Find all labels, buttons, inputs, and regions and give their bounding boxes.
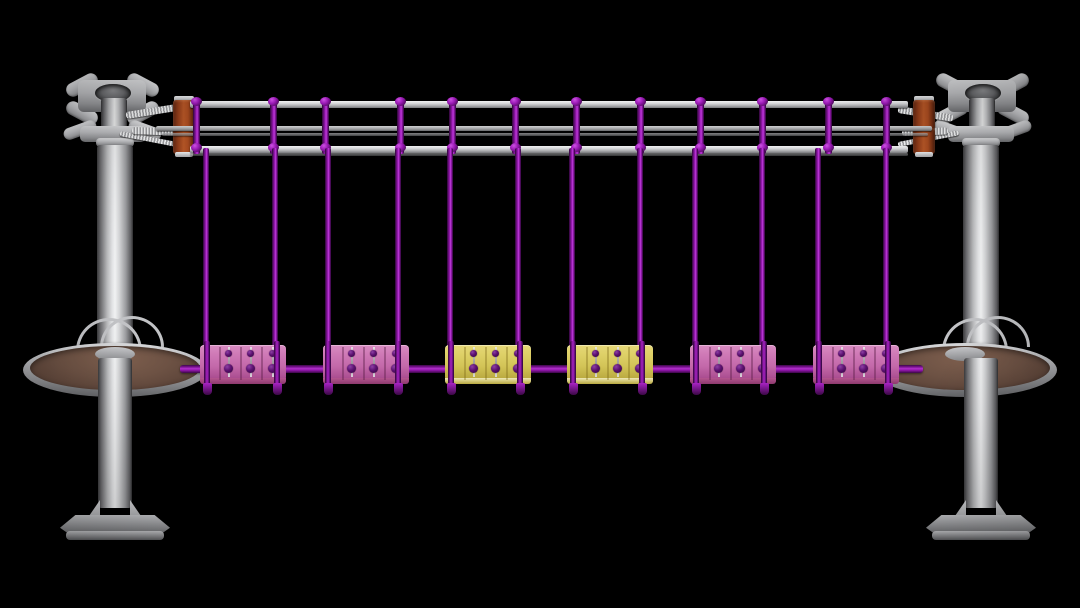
left-post-collar (96, 138, 134, 147)
hanger-rod-4a (569, 148, 575, 348)
rail-post-12 (883, 100, 890, 154)
seat-link-right-anchor (895, 365, 923, 373)
hanger-rod-6a (815, 148, 821, 348)
rail-post-6 (512, 100, 519, 154)
hanger-rod-5b (759, 148, 765, 348)
rail-post-4 (397, 100, 404, 154)
swing-seat-2[interactable] (323, 341, 409, 395)
middle-rail-shadow (162, 133, 928, 136)
hanger-rod-6b (883, 148, 889, 348)
hanger-rod-2b (395, 148, 401, 348)
swing-seat-5[interactable] (690, 341, 776, 395)
rail-post-2 (270, 100, 277, 154)
hanger-rod-1a (203, 148, 209, 348)
upper-rail (190, 101, 908, 108)
rail-post-3 (322, 100, 329, 154)
seat-link-5-6 (772, 365, 816, 373)
rail-post-1 (193, 100, 200, 154)
rail-post-5 (449, 100, 456, 154)
rail-post-8 (637, 100, 644, 154)
seat-link-2-3 (405, 365, 449, 373)
seat-link-1-2 (283, 365, 327, 373)
rail-post-9 (697, 100, 704, 154)
swing-seat-4[interactable] (567, 341, 653, 395)
right-post-lower-shaft (964, 358, 998, 508)
swing-seat-1[interactable] (200, 341, 286, 395)
hanger-rod-3b (515, 148, 521, 348)
right-post-collar (962, 138, 1000, 147)
hanger-rod-5a (692, 148, 698, 348)
rail-post-11 (825, 100, 832, 154)
rail-post-7 (573, 100, 580, 154)
seat-link-left-anchor (180, 365, 208, 373)
swing-seat-3[interactable] (445, 341, 531, 395)
lower-rail-shadow (190, 153, 908, 156)
hanger-rod-4b (637, 148, 643, 348)
swing-seat-6[interactable] (813, 341, 899, 395)
seat-link-3-4 (527, 365, 571, 373)
lower-rail (190, 146, 908, 153)
rail-post-10 (759, 100, 766, 154)
hanger-rod-1b (272, 148, 278, 348)
middle-rail (156, 126, 932, 131)
hanger-rod-3a (447, 148, 453, 348)
seat-link-4-5 (650, 365, 694, 373)
hanger-rod-2a (325, 148, 331, 348)
left-post-lower-shaft (98, 358, 132, 508)
